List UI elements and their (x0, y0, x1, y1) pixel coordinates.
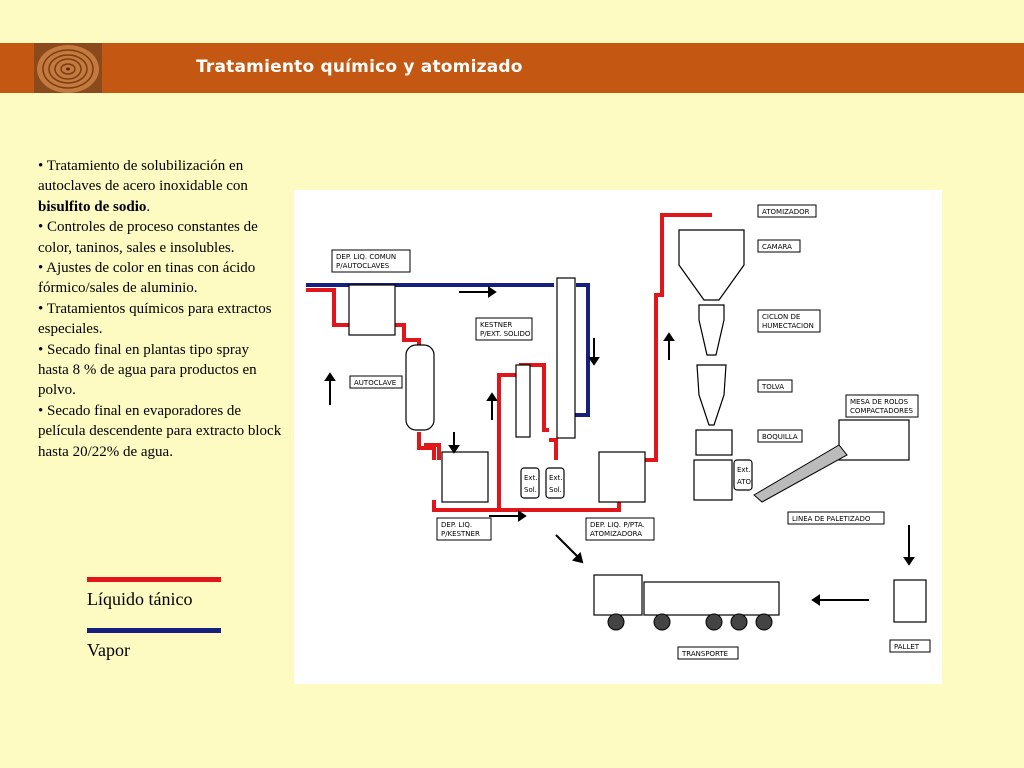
kestner-tower (556, 277, 576, 439)
label-dep-liq-comun: DEP. LIQ. COMUN (336, 253, 396, 261)
label-pallet: PALLET (894, 643, 920, 651)
label-dep-liq-comun-2: P/AUTOCLAVES (336, 262, 390, 270)
evaporator-column (515, 364, 531, 438)
label-autoclave: AUTOCLAVE (354, 379, 396, 387)
label-mesa: MESA DE ROLOS (850, 398, 909, 406)
header-bar: Tratamiento químico y atomizado (0, 43, 1024, 93)
packing-base (693, 459, 733, 501)
bullet-item: • Secado final en plantas tipo spray has… (38, 341, 257, 399)
truck-trailer (643, 581, 780, 616)
label-dep-kestner-a: DEP. LIQ. (441, 521, 472, 529)
legend-liquid-label: Líquido tánico (87, 589, 193, 609)
ext-sol-sack-a (520, 467, 540, 499)
ext-ato-sack (733, 459, 753, 491)
bullet-item: • Tratamiento de solubilización en autoc… (38, 158, 248, 215)
ext-sol-sack-b (545, 467, 565, 499)
legend-steam-label: Vapor (87, 640, 130, 660)
label-ext-ato-2: ATO (737, 478, 752, 486)
page-title: Tratamiento químico y atomizado (196, 57, 523, 77)
label-dep-ppta: DEP. LIQ. P/PTA. (590, 521, 645, 529)
dep-kestner-tank (441, 451, 489, 503)
legend-liquid-line (87, 577, 221, 582)
autoclave-tank (405, 344, 435, 431)
bullet-list: • Tratamiento de solubilización en autoc… (38, 156, 283, 462)
spray-chamber (678, 229, 745, 301)
label-kestner: KESTNER (480, 321, 512, 329)
legend-steam-line (87, 628, 221, 633)
label-ext-ato: Ext. (737, 466, 751, 474)
pallet-stack (893, 579, 927, 623)
label-tolva: TOLVA (761, 383, 784, 391)
truck-cab (593, 574, 643, 616)
label-ext-sol-b: Ext. (549, 474, 563, 482)
label-ext-sol-a-2: Sol. (524, 486, 537, 494)
bullet-item: • Ajustes de color en tinas con ácido fó… (38, 260, 256, 297)
steam-pipes (306, 283, 590, 417)
label-ciclon-2: HUMECTACION (762, 322, 814, 330)
hopper (696, 364, 727, 426)
label-paletizado: LINEA DE PALETIZADO (792, 515, 871, 523)
process-diagram-svg: DEP. LIQ. COMUN P/AUTOCLAVES AUTOCLAVE K… (306, 204, 931, 660)
wood-log-icon (34, 43, 102, 93)
label-kestner-2: P/EXT. SOLIDO (480, 330, 531, 338)
label-ext-sol-b-2: Sol. (549, 486, 562, 494)
label-camara: CAMARA (762, 243, 792, 251)
label-atomizador: ATOMIZADOR (762, 208, 810, 216)
bullet-item: • Controles de proceso constantes de col… (38, 219, 258, 256)
process-diagram: DEP. LIQ. COMUN P/AUTOCLAVES AUTOCLAVE K… (294, 190, 942, 684)
nozzle-unit (695, 429, 733, 456)
label-ext-sol-a: Ext. (524, 474, 538, 482)
bullet-item: • Secado final en evaporadores de pelícu… (38, 402, 282, 460)
compactor-table (838, 419, 910, 461)
dep-liq-comun-tank (348, 284, 396, 336)
label-dep-kestner-b: P/KESTNER (441, 530, 480, 538)
bullet-item: • Tratamientos químicos para extractos e… (38, 300, 272, 338)
label-ciclon: CICLON DE (762, 313, 800, 321)
label-transporte: TRANSPORTE (681, 650, 728, 658)
label-boquilla: BOQUILLA (762, 433, 798, 441)
dep-ppta-tank (598, 451, 646, 503)
conveyor (753, 444, 848, 503)
arrow-diag (555, 534, 580, 559)
label-dep-ppta-2: ATOMIZADORA (590, 530, 642, 538)
cyclone (698, 304, 725, 356)
label-mesa-2: COMPACTADORES (850, 407, 913, 415)
